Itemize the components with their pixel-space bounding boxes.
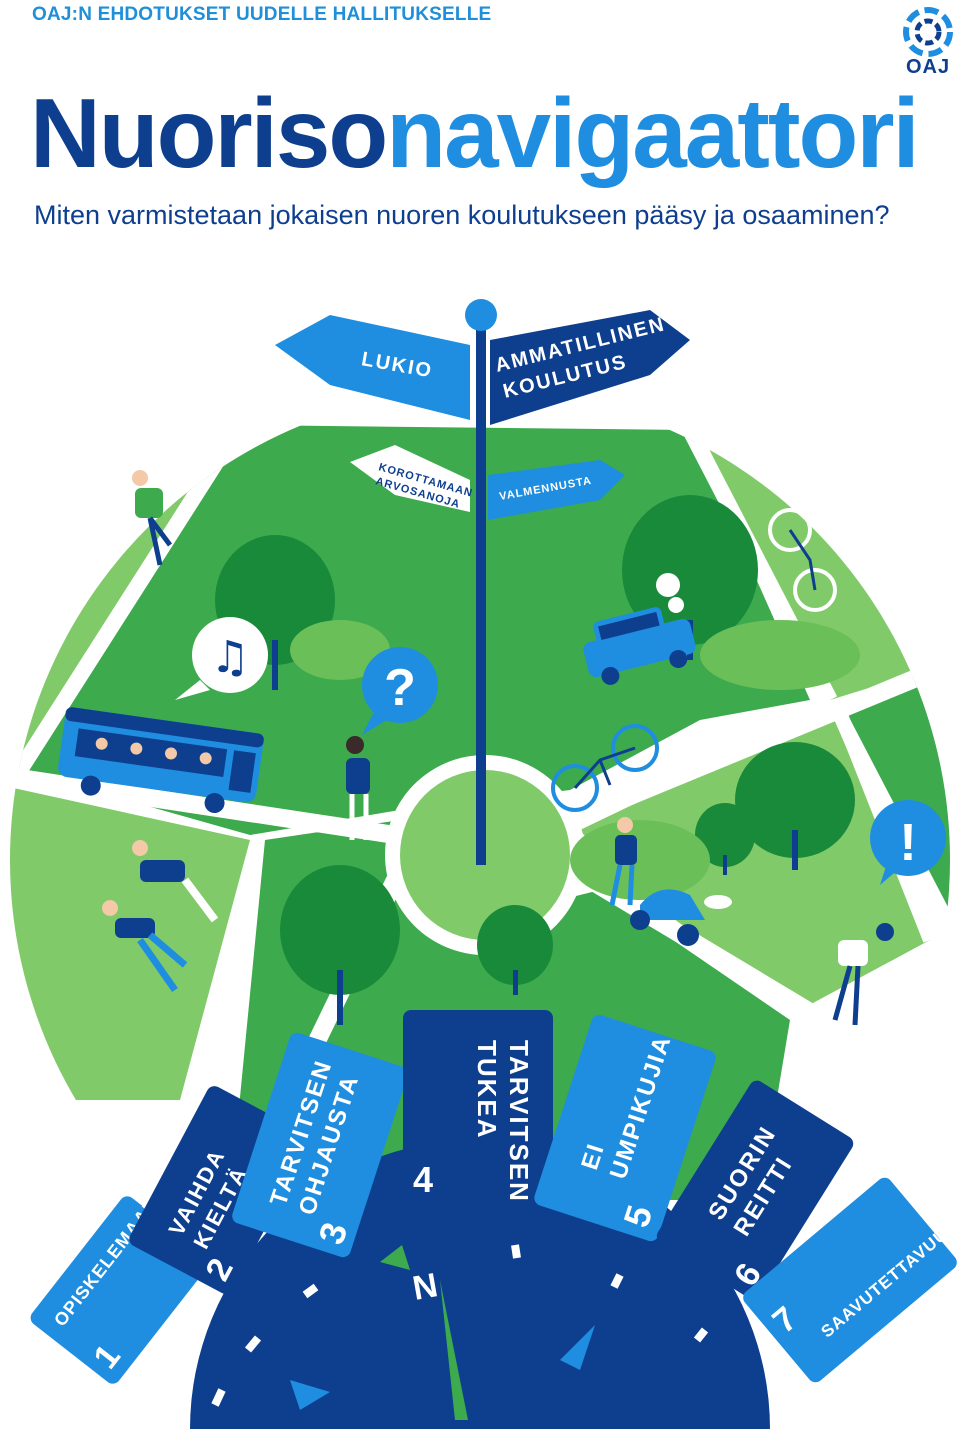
scooter-icon bbox=[630, 889, 732, 946]
question-bubble: ? bbox=[362, 647, 438, 735]
card-4-number: 4 bbox=[413, 1159, 433, 1200]
bush bbox=[290, 620, 390, 680]
music-note-icon: ♫ bbox=[210, 632, 249, 683]
kicker: OAJ:N EHDOTUKSET UUDELLE HALLITUKSELLE bbox=[32, 4, 492, 25]
question-mark-icon: ? bbox=[384, 659, 416, 717]
tree bbox=[280, 865, 400, 1025]
title-part1: Nuoriso bbox=[30, 78, 388, 188]
smoke-icon bbox=[656, 573, 684, 613]
compass-marker-icon bbox=[560, 1325, 595, 1370]
exclamation-bubble: ! bbox=[870, 800, 946, 885]
bush bbox=[700, 620, 860, 690]
card-3[interactable]: TARVITSEN OHJAUSTA 3 bbox=[230, 1031, 410, 1260]
person bbox=[102, 900, 188, 993]
oaj-logo[interactable]: OAJ bbox=[900, 6, 956, 78]
card-5[interactable]: EI UMPIKUJIA 5 bbox=[532, 1013, 717, 1243]
bus-icon bbox=[58, 707, 264, 814]
sign-lukio: LUKIO bbox=[275, 315, 470, 420]
card-7[interactable]: SAAVUTETTAVUUS 7 bbox=[740, 1161, 960, 1386]
person bbox=[346, 736, 370, 840]
bush bbox=[570, 820, 710, 900]
tree bbox=[735, 742, 855, 870]
card-4-line1: TARVITSEN bbox=[504, 1040, 534, 1203]
bicycle-icon bbox=[551, 724, 659, 812]
compass-marker-icon bbox=[290, 1380, 330, 1410]
park-sector-left-bottom bbox=[10, 785, 250, 1100]
compass-needle bbox=[440, 1280, 468, 1420]
compass-arrow-icon bbox=[380, 1245, 410, 1270]
car-icon bbox=[583, 607, 696, 685]
title-part2: navigaattori bbox=[386, 78, 919, 188]
oaj-logo-icon bbox=[903, 7, 953, 57]
person bbox=[132, 470, 173, 566]
subtitle: Miten varmistetaan jokaisen nuoren koulu… bbox=[34, 200, 890, 230]
person bbox=[832, 923, 894, 1026]
tree bbox=[477, 905, 553, 995]
tree bbox=[695, 803, 755, 875]
page-title: Nuorisonavigaattori bbox=[30, 78, 920, 188]
person bbox=[609, 817, 637, 906]
signpost bbox=[465, 299, 497, 865]
music-bubble: ♫ bbox=[175, 617, 268, 700]
sign-valmennusta: VALMENNUSTA bbox=[488, 460, 625, 520]
exclamation-mark-icon: ! bbox=[899, 814, 916, 872]
card-4-line2: TUKEA bbox=[472, 1040, 502, 1140]
navigator-illustration: LUKIO AMMATILLINEN KOULUTUS KOROTTAMAAN … bbox=[10, 299, 960, 1429]
card-4[interactable]: TARVITSEN TUKEA 4 bbox=[403, 1010, 553, 1210]
logo-text: OAJ bbox=[905, 56, 951, 78]
sign-ammatillinen: AMMATILLINEN KOULUTUS bbox=[490, 310, 690, 425]
person bbox=[132, 840, 219, 923]
bicycle-icon bbox=[768, 508, 837, 612]
